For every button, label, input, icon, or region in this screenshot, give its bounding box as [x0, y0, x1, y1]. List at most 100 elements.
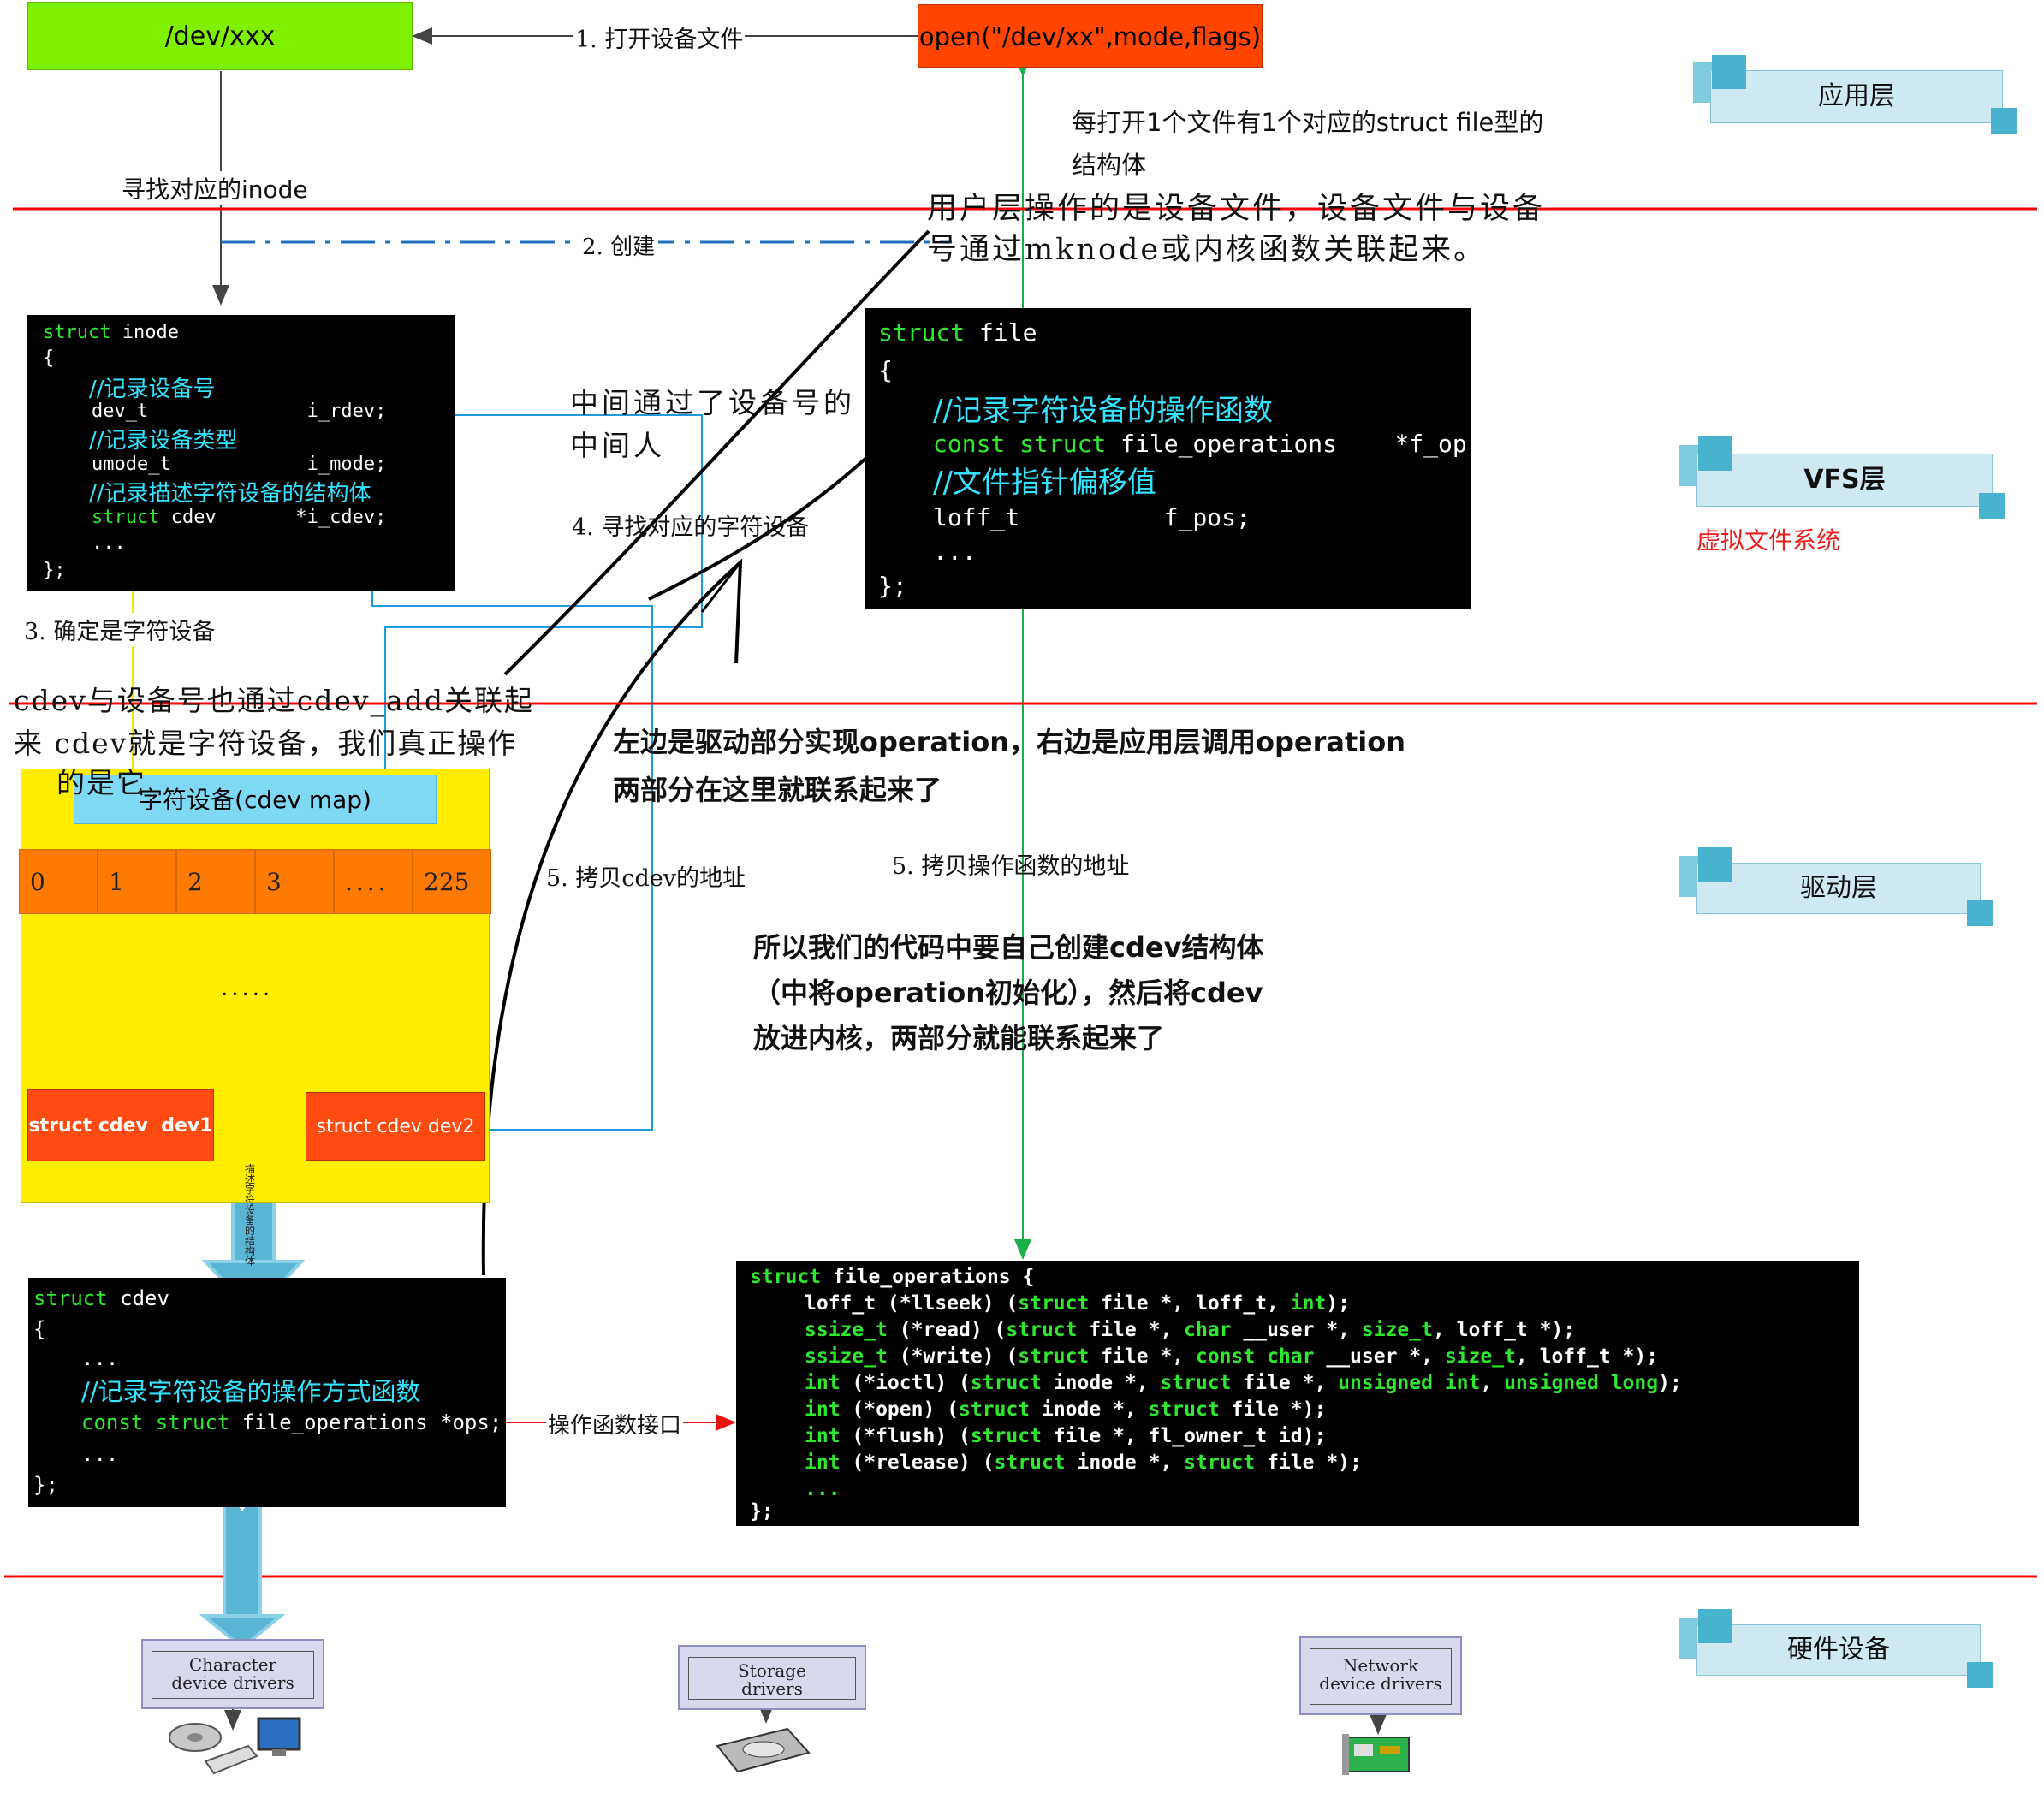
- dev-file-label: /dev/xxx: [164, 21, 276, 51]
- cdev-ellipsis-2: ...: [81, 1442, 119, 1466]
- hand-line-3: [481, 558, 743, 1276]
- fops-line-8: int (*release) (struct inode *, struct f…: [805, 1452, 1362, 1474]
- inode-field-rdev: dev_t i_rdev;: [92, 401, 387, 422]
- cdev-map-title-label: 字符设备(cdev map): [139, 786, 371, 814]
- cdev-dev1-label: struct cdev dev1: [28, 1115, 213, 1137]
- find-inode-label: 寻找对应的inode: [122, 171, 308, 205]
- file-code-block: struct file { //记录字符设备的操作函数 const struct…: [865, 308, 1471, 609]
- cdev-map-cell-0: 0: [19, 849, 98, 914]
- inode-code-block: struct inode { //记录设备号 dev_t i_rdev; //记…: [27, 315, 455, 591]
- file-field-pos: loff_t f_pos;: [933, 503, 1251, 531]
- fops-line-5: int (*ioctl) (struct inode *, struct fil…: [805, 1372, 1682, 1394]
- cdev-comment-ops: //记录字符设备的操作方式函数: [81, 1377, 421, 1406]
- inode-cdev-kw: struct: [92, 507, 160, 528]
- fops-line-10: };: [750, 1500, 774, 1523]
- cdev-map-dots: .....: [221, 976, 274, 1001]
- hand-line-1: [503, 229, 930, 676]
- storage-driver-line1: Storage: [738, 1660, 806, 1681]
- layer-vfs-label: VFS层: [1803, 465, 1886, 495]
- step5-ops-label: 5. 拷贝操作函数的地址: [892, 853, 1130, 880]
- cdev-name: cdev: [107, 1286, 169, 1310]
- cdev-field-ops: file_operations *ops;: [229, 1410, 502, 1434]
- step5-cdev-label: 5. 拷贝cdev的地址: [546, 865, 746, 892]
- inode-name: inode: [110, 322, 179, 343]
- bold-note-line5: 放进内核，两部分就能联系起来了: [753, 1022, 1165, 1054]
- layer-app-label: 应用层: [1818, 81, 1895, 111]
- file-open-brace: {: [878, 356, 893, 384]
- fops-line-7: int (*flush) (struct file *, fl_owner_t …: [805, 1425, 1327, 1447]
- bold-note-line3: 所以我们的代码中要自己创建cdev结构体: [753, 931, 1264, 964]
- file-note-line1: 每打开1个文件有1个对应的struct file型的: [1072, 108, 1544, 137]
- net-driver-line1: Network: [1342, 1655, 1419, 1676]
- char-driver-line2: device drivers: [171, 1672, 294, 1693]
- file-kw: struct: [878, 318, 966, 347]
- cdev-kw: struct: [33, 1286, 108, 1310]
- network-card-icon: [1342, 1734, 1410, 1775]
- bold-note-line4: （中将operation初始化），然后将cdev: [753, 977, 1263, 1009]
- user-note-line1: 用户层操作的是设备文件，设备文件与设备: [927, 192, 1546, 226]
- bold-note-line1: 左边是驱动部分实现operation，右边是应用层调用operation: [613, 726, 1406, 758]
- cdev-map-cell-2: 2: [176, 849, 255, 914]
- bold-note-line2: 两部分在这里就联系起来了: [613, 774, 942, 806]
- cdev-dev2-label: struct cdev dev2: [316, 1116, 475, 1137]
- fops-line-1: struct file_operations {: [750, 1266, 1035, 1288]
- hand-line-4: [700, 561, 742, 613]
- cdev-map-cell-1: 1: [98, 849, 176, 914]
- inode-open-brace: {: [43, 347, 55, 369]
- inode-kw: struct: [43, 322, 111, 343]
- file-field-fop: file_operations *f_op;: [1106, 430, 1471, 458]
- hand-line-2: [648, 456, 868, 601]
- cdev-ellipsis-1: ...: [81, 1346, 119, 1370]
- big-arrow-text: 描述字符设备的结构体: [245, 1163, 256, 1268]
- fops-code-block: struct file_operations { loff_t (*llseek…: [736, 1261, 1859, 1526]
- file-const-kw: const struct: [933, 430, 1107, 458]
- inode-field-mode: umode_t i_mode;: [92, 454, 387, 475]
- file-comment-ops: //记录字符设备的操作函数: [933, 394, 1273, 428]
- cdev-dev2-box: struct cdev dev2: [306, 1092, 485, 1161]
- cdev-note-line1: cdev与设备号也通过cdev_add关联起: [14, 684, 534, 717]
- rdev-blue-path: [377, 414, 703, 838]
- layer-driver-label: 驱动层: [1800, 873, 1877, 903]
- cdev-dev1-box: struct cdev dev1: [27, 1089, 214, 1161]
- inode-close-brace: };: [43, 560, 66, 581]
- dev-file-box: /dev/xxx: [27, 2, 413, 70]
- hard-drive-icon: [716, 1727, 811, 1773]
- keyboard-icon: [204, 1744, 258, 1775]
- disk-icon: [169, 1723, 222, 1752]
- inode-ellipsis: ...: [92, 532, 126, 554]
- cdev-map-cell-3: 3: [255, 849, 334, 914]
- inode-comment-cdev: //记录描述字符设备的结构体: [89, 481, 371, 507]
- inode-field-cdev: cdev *i_cdev;: [159, 507, 387, 528]
- file-name: file: [965, 318, 1037, 347]
- cdev-code-block: struct cdev { ... //记录字符设备的操作方式函数 const …: [28, 1278, 506, 1507]
- user-note-line2: 号通过mknode或内核函数关联起来。: [927, 233, 1487, 267]
- cdev-note-line2: 来 cdev就是字符设备，我们真正操作: [14, 727, 518, 760]
- open-call-label: open("/dev/xx",mode,flags): [918, 22, 1262, 51]
- cdev-const-kw: const struct: [81, 1410, 230, 1434]
- inode-comment-devnum: //记录设备号: [89, 377, 216, 402]
- fops-line-4: ssize_t (*write) (struct file *, const c…: [805, 1345, 1659, 1368]
- cdev-map-cell-4: ....: [334, 849, 413, 914]
- fops-line-2: loff_t (*llseek) (struct file *, loff_t,…: [805, 1292, 1350, 1315]
- vfs-subtitle: 虚拟文件系统: [1696, 526, 1841, 555]
- step4-label: 4. 寻找对应的字符设备: [572, 514, 810, 541]
- file-close-brace: };: [878, 572, 907, 600]
- monitor-icon: [257, 1717, 301, 1756]
- open-call-box: open("/dev/xx",mode,flags): [918, 4, 1263, 68]
- file-ellipsis: ...: [933, 537, 977, 566]
- step2-label: 2. 创建: [579, 229, 659, 261]
- cdev-open-brace: {: [33, 1317, 46, 1341]
- middleman-line1: 中间通过了设备号的: [570, 386, 855, 419]
- cdev-note-line3: 的是它: [56, 766, 146, 799]
- fops-line-3: ssize_t (*read) (struct file *, char __u…: [805, 1319, 1576, 1341]
- char-driver-line1: Character: [188, 1654, 277, 1675]
- layer-hw-label: 硬件设备: [1787, 1635, 1890, 1665]
- storage-driver-line2: drivers: [741, 1678, 803, 1699]
- net-driver-line2: device drivers: [1319, 1673, 1442, 1694]
- fops-line-9: ...: [805, 1478, 841, 1500]
- file-note-line2: 结构体: [1072, 151, 1147, 180]
- step3-label: 3. 确定是字符设备: [24, 613, 216, 646]
- cdev-close-brace: };: [33, 1473, 58, 1497]
- ops-interface-label: 操作函数接口: [546, 1408, 684, 1440]
